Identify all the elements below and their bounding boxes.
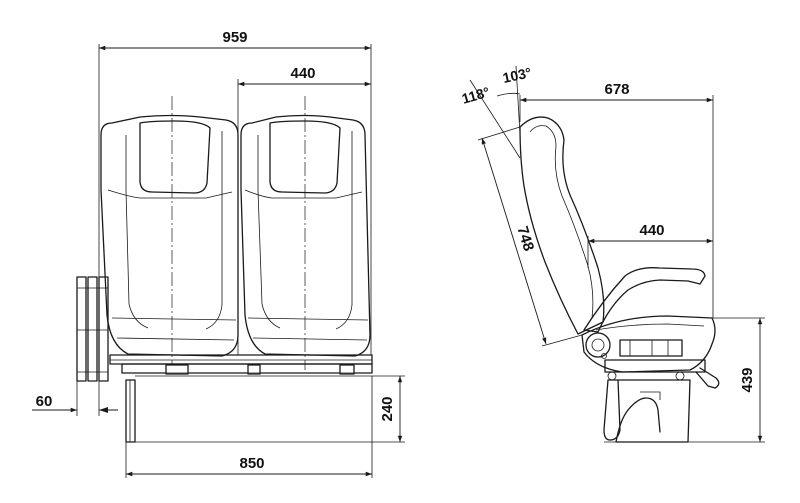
dim-959-label: 959 xyxy=(222,29,247,46)
angle-103-label: 103° xyxy=(501,64,533,86)
aisle-armrest xyxy=(76,276,109,382)
side-armrest xyxy=(583,267,706,333)
seat-frame xyxy=(109,354,373,375)
dim-60-label: 60 xyxy=(36,393,53,410)
dim-850-label: 850 xyxy=(239,455,264,472)
side-view: 118° 103° 678 440 748 439 xyxy=(460,64,765,443)
angle-118-label: 118° xyxy=(460,84,492,107)
dim-748-label: 748 xyxy=(514,224,538,253)
side-seat-cushion xyxy=(581,315,716,373)
dim-440-front-label: 440 xyxy=(290,65,315,82)
side-mechanism xyxy=(585,332,720,389)
dimension-440-front: 440 xyxy=(237,65,371,355)
dimension-60: 60 xyxy=(32,381,118,416)
dimension-678: 678 xyxy=(519,81,714,318)
dim-440-side-label: 440 xyxy=(639,222,664,239)
left-seat-back xyxy=(100,114,239,357)
dimension-440-side: 440 xyxy=(587,222,713,268)
dimension-959: 959 xyxy=(98,29,372,355)
right-seat-back xyxy=(240,114,371,357)
dim-240-label: 240 xyxy=(379,396,396,421)
dim-678-label: 678 xyxy=(604,81,629,98)
dim-439-label: 439 xyxy=(739,367,756,392)
dimension-240: 240 xyxy=(135,375,405,443)
dimension-850: 850 xyxy=(125,376,373,478)
side-pedestal xyxy=(603,379,691,443)
front-view: 959 440 60 240 850 xyxy=(32,29,405,478)
dimension-439: 439 xyxy=(690,317,765,443)
recline-angle-lines: 118° 103° xyxy=(460,64,533,159)
dimension-748: 748 xyxy=(477,126,583,347)
front-base xyxy=(125,375,372,443)
